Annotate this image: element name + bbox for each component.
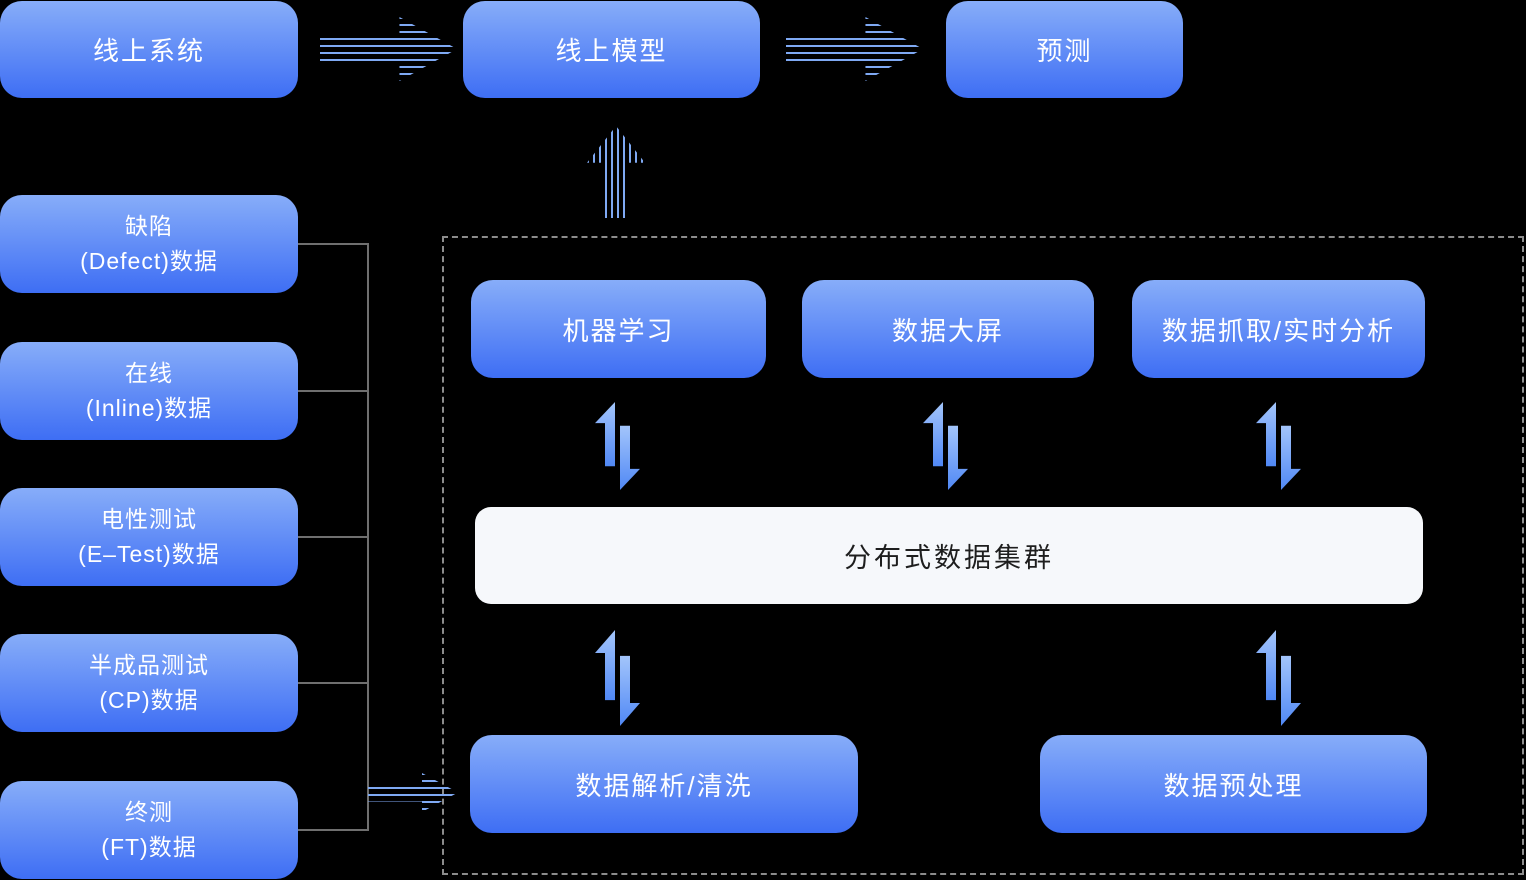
source-ft-data: 终测 (FT)数据 — [0, 781, 298, 879]
bidirectional-arrow-icon — [595, 630, 640, 726]
module-data-parsing-cleaning: 数据解析/清洗 — [470, 735, 858, 833]
module-label: 数据预处理 — [1163, 770, 1304, 801]
bidirectional-arrow-icon — [1256, 630, 1301, 726]
platform-dashed-boundary — [442, 236, 1524, 875]
source-label-line2: (CP)数据 — [99, 687, 199, 713]
source-cp-data: 半成品测试 (CP)数据 — [0, 634, 298, 732]
flow-arrow-right-icon — [320, 17, 457, 81]
node-label: 预测 — [1036, 36, 1093, 66]
source-inline-data: 在线 (Inline)数据 — [0, 342, 298, 440]
distributed-data-cluster: 分布式数据集群 — [475, 507, 1423, 604]
cluster-label: 分布式数据集群 — [844, 543, 1054, 573]
source-label-line1: 终测 — [125, 799, 173, 825]
module-data-preprocessing: 数据预处理 — [1040, 735, 1427, 833]
source-label-line1: 半成品测试 — [89, 652, 209, 678]
connector-line — [297, 682, 369, 684]
connector-line — [297, 536, 369, 538]
module-data-capture-realtime-analysis: 数据抓取/实时分析 — [1132, 280, 1425, 378]
module-label: 机器学习 — [562, 315, 675, 346]
source-label-line1: 缺陷 — [125, 213, 173, 239]
connector-line — [297, 243, 369, 245]
source-label-line1: 电性测试 — [101, 506, 197, 532]
module-label: 数据解析/清洗 — [575, 770, 753, 801]
node-online-model: 线上模型 — [463, 1, 760, 98]
source-defect-data: 缺陷 (Defect)数据 — [0, 195, 298, 293]
source-label-line1: 在线 — [125, 360, 173, 386]
module-label: 数据抓取/实时分析 — [1161, 315, 1396, 346]
node-online-system: 线上系统 — [0, 1, 298, 98]
source-label-line2: (FT)数据 — [101, 834, 197, 860]
module-label: 数据大屏 — [891, 315, 1004, 346]
bidirectional-arrow-icon — [923, 402, 968, 490]
node-prediction: 预测 — [946, 1, 1183, 98]
module-machine-learning: 机器学习 — [471, 280, 766, 378]
flow-arrow-right-icon — [786, 17, 923, 81]
node-label: 线上系统 — [92, 36, 205, 66]
source-label-line2: (Defect)数据 — [80, 248, 218, 274]
source-label-line2: (E–Test)数据 — [78, 541, 220, 567]
node-label: 线上模型 — [555, 36, 668, 66]
bidirectional-arrow-icon — [1256, 402, 1301, 490]
module-data-dashboard: 数据大屏 — [802, 280, 1094, 378]
source-etest-data: 电性测试 (E–Test)数据 — [0, 488, 298, 586]
bidirectional-arrow-icon — [595, 402, 640, 490]
connector-trunk-line — [367, 243, 369, 831]
connector-line — [297, 829, 369, 831]
connector-line — [297, 390, 369, 392]
flow-arrow-up-icon — [587, 126, 645, 218]
source-label-line2: (Inline)数据 — [85, 395, 213, 421]
